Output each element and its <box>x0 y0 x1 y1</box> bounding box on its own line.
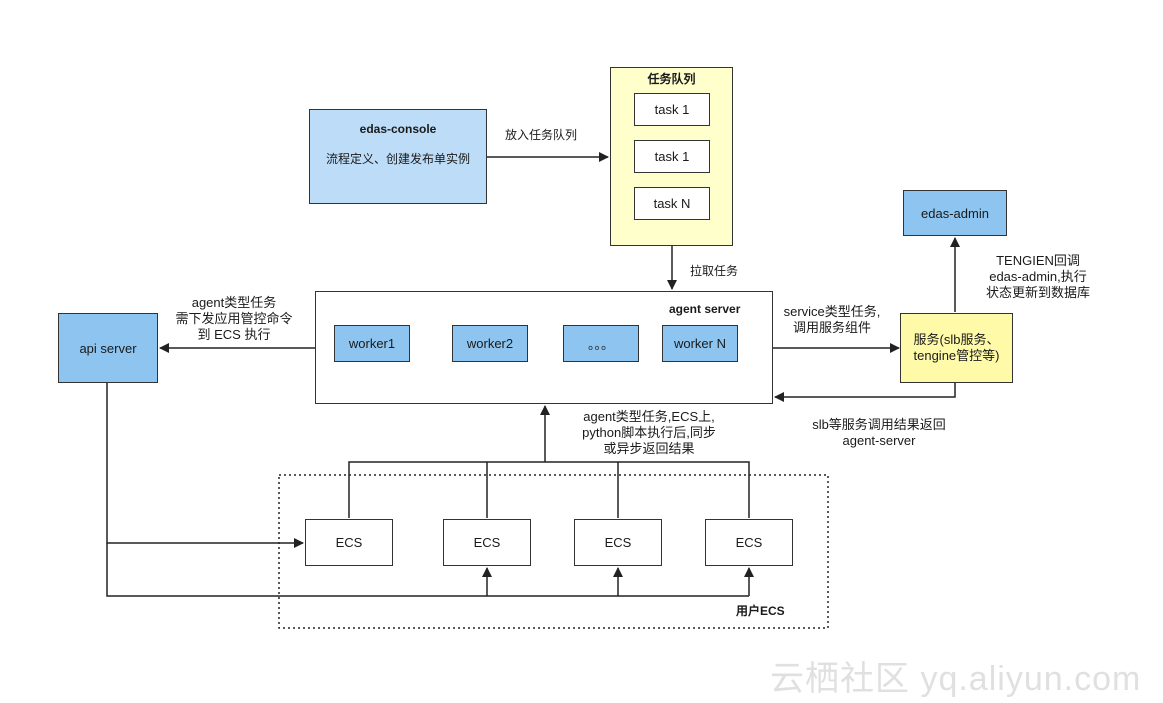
agent-server-title: agent server <box>669 302 741 316</box>
label-agent-task: agent类型任务 需下发应用管控命令 到 ECS 执行 <box>175 295 293 342</box>
label-callback: TENGIEN回调 edas-admin,执行 状态更新到数据库 <box>985 253 1090 300</box>
label-enqueue: 放入任务队列 <box>505 128 578 142</box>
user-ecs-group <box>278 474 829 629</box>
agent-server-box: agent server worker1 worker2 。。。 worker … <box>315 291 773 404</box>
task-queue-box: 任务队列 task 1 task 1 task N <box>610 67 733 246</box>
edge-services-return <box>774 383 956 402</box>
ecs-node: ECS <box>305 519 393 566</box>
worker-box: worker N <box>662 325 738 362</box>
ecs-node: ECS <box>443 519 531 566</box>
worker-box: worker1 <box>334 325 410 362</box>
edas-console-box: edas-console 流程定义、创建发布单实例 <box>309 109 487 204</box>
edas-admin-box: edas-admin <box>903 190 1007 236</box>
label-slb-return: slb等服务调用结果返回 agent-server <box>812 417 946 448</box>
user-ecs-label: 用户ECS <box>736 604 785 618</box>
label-ecs-return: agent类型任务,ECS上, python脚本执行后,同步 或异步返回结果 <box>582 409 716 456</box>
api-server-box: api server <box>58 313 158 383</box>
worker-box: 。。。 <box>563 325 639 362</box>
queue-task: task 1 <box>634 140 710 173</box>
edge-ecs-top-bus <box>348 461 750 518</box>
queue-task: task 1 <box>634 93 710 126</box>
ecs-node: ECS <box>574 519 662 566</box>
worker-box: worker2 <box>452 325 528 362</box>
watermark: 云栖社区 yq.aliyun.com <box>770 660 1142 698</box>
services-line-1: 服务(slb服务、 <box>913 332 1000 347</box>
edas-console-subtitle: 流程定义、创建发布单实例 <box>325 152 470 166</box>
edge-api-bottom-bus <box>106 543 749 597</box>
queue-task: task N <box>634 187 710 220</box>
task-queue-title: 任务队列 <box>647 72 696 86</box>
label-pull: 拉取任务 <box>690 264 739 278</box>
services-line-2: tengine管控等) <box>913 348 1000 363</box>
edas-console-title: edas-console <box>359 122 437 136</box>
edge-api-to-ecs1 <box>106 383 304 548</box>
label-service-task: service类型任务, 调用服务组件 <box>783 304 881 335</box>
ecs-node: ECS <box>705 519 793 566</box>
services-box: 服务(slb服务、 tengine管控等) <box>900 313 1013 383</box>
